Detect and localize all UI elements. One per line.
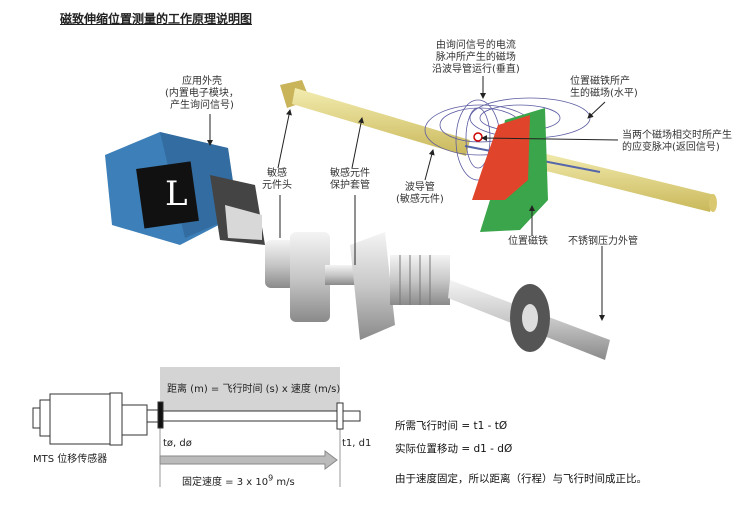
end-point-label: t1, d1 <box>342 438 372 449</box>
protective-tube <box>280 80 717 212</box>
label-waveguide: 波导管(敏感元件) <box>396 182 444 205</box>
callout-arrows <box>207 76 619 321</box>
label-vertical-field: 由询问信号的电流脉冲所产生的磁场沿波导管运行(垂直) <box>432 40 520 75</box>
flight-time-text: 所需飞行时间 = t1 - tØ <box>395 420 508 432</box>
sensor-name: MTS 位移传感器 <box>33 454 108 465</box>
formula-text: 距离 (m) = 飞行时间 (s) x 速度 (m/s) <box>167 384 341 395</box>
label-horizontal-field: 位置磁铁所产生的磁场(水平) <box>570 76 638 99</box>
label-housing: 应用外壳(内置电子模块，产生询问信号) <box>165 76 239 111</box>
logo-letter: L <box>165 174 188 214</box>
position-magnet-ring <box>472 108 548 232</box>
speed-label: 固定速度 = 3 x 109 m/s <box>182 473 295 488</box>
flange-assembly <box>265 232 610 360</box>
mts-sensor-drawing <box>32 392 361 446</box>
label-strain-pulse: 当两个磁场相交时所产生的应变脉冲(返回信号) <box>622 130 732 153</box>
start-point-label: tø, dø <box>163 438 192 449</box>
position-move-text: 实际位置移动 = d1 - dØ <box>395 443 513 455</box>
label-position-magnet: 位置磁铁 <box>508 236 548 247</box>
label-pressure-tube: 不锈钢压力外管 <box>568 236 638 247</box>
label-sensor-head: 敏感元件头 <box>262 168 292 191</box>
electronics-housing: L <box>105 132 265 245</box>
conclusion-text: 由于速度固定，所以距离（行程）与飞行时间成正比。 <box>395 473 647 485</box>
formula-box <box>160 367 340 417</box>
label-protective-tube: 敏感元件保护套管 <box>330 168 370 191</box>
callout-lines <box>279 195 356 265</box>
speed-arrow <box>159 450 338 470</box>
diagram-title: 磁致伸缩位置测量的工作原理说明图 <box>60 12 253 26</box>
